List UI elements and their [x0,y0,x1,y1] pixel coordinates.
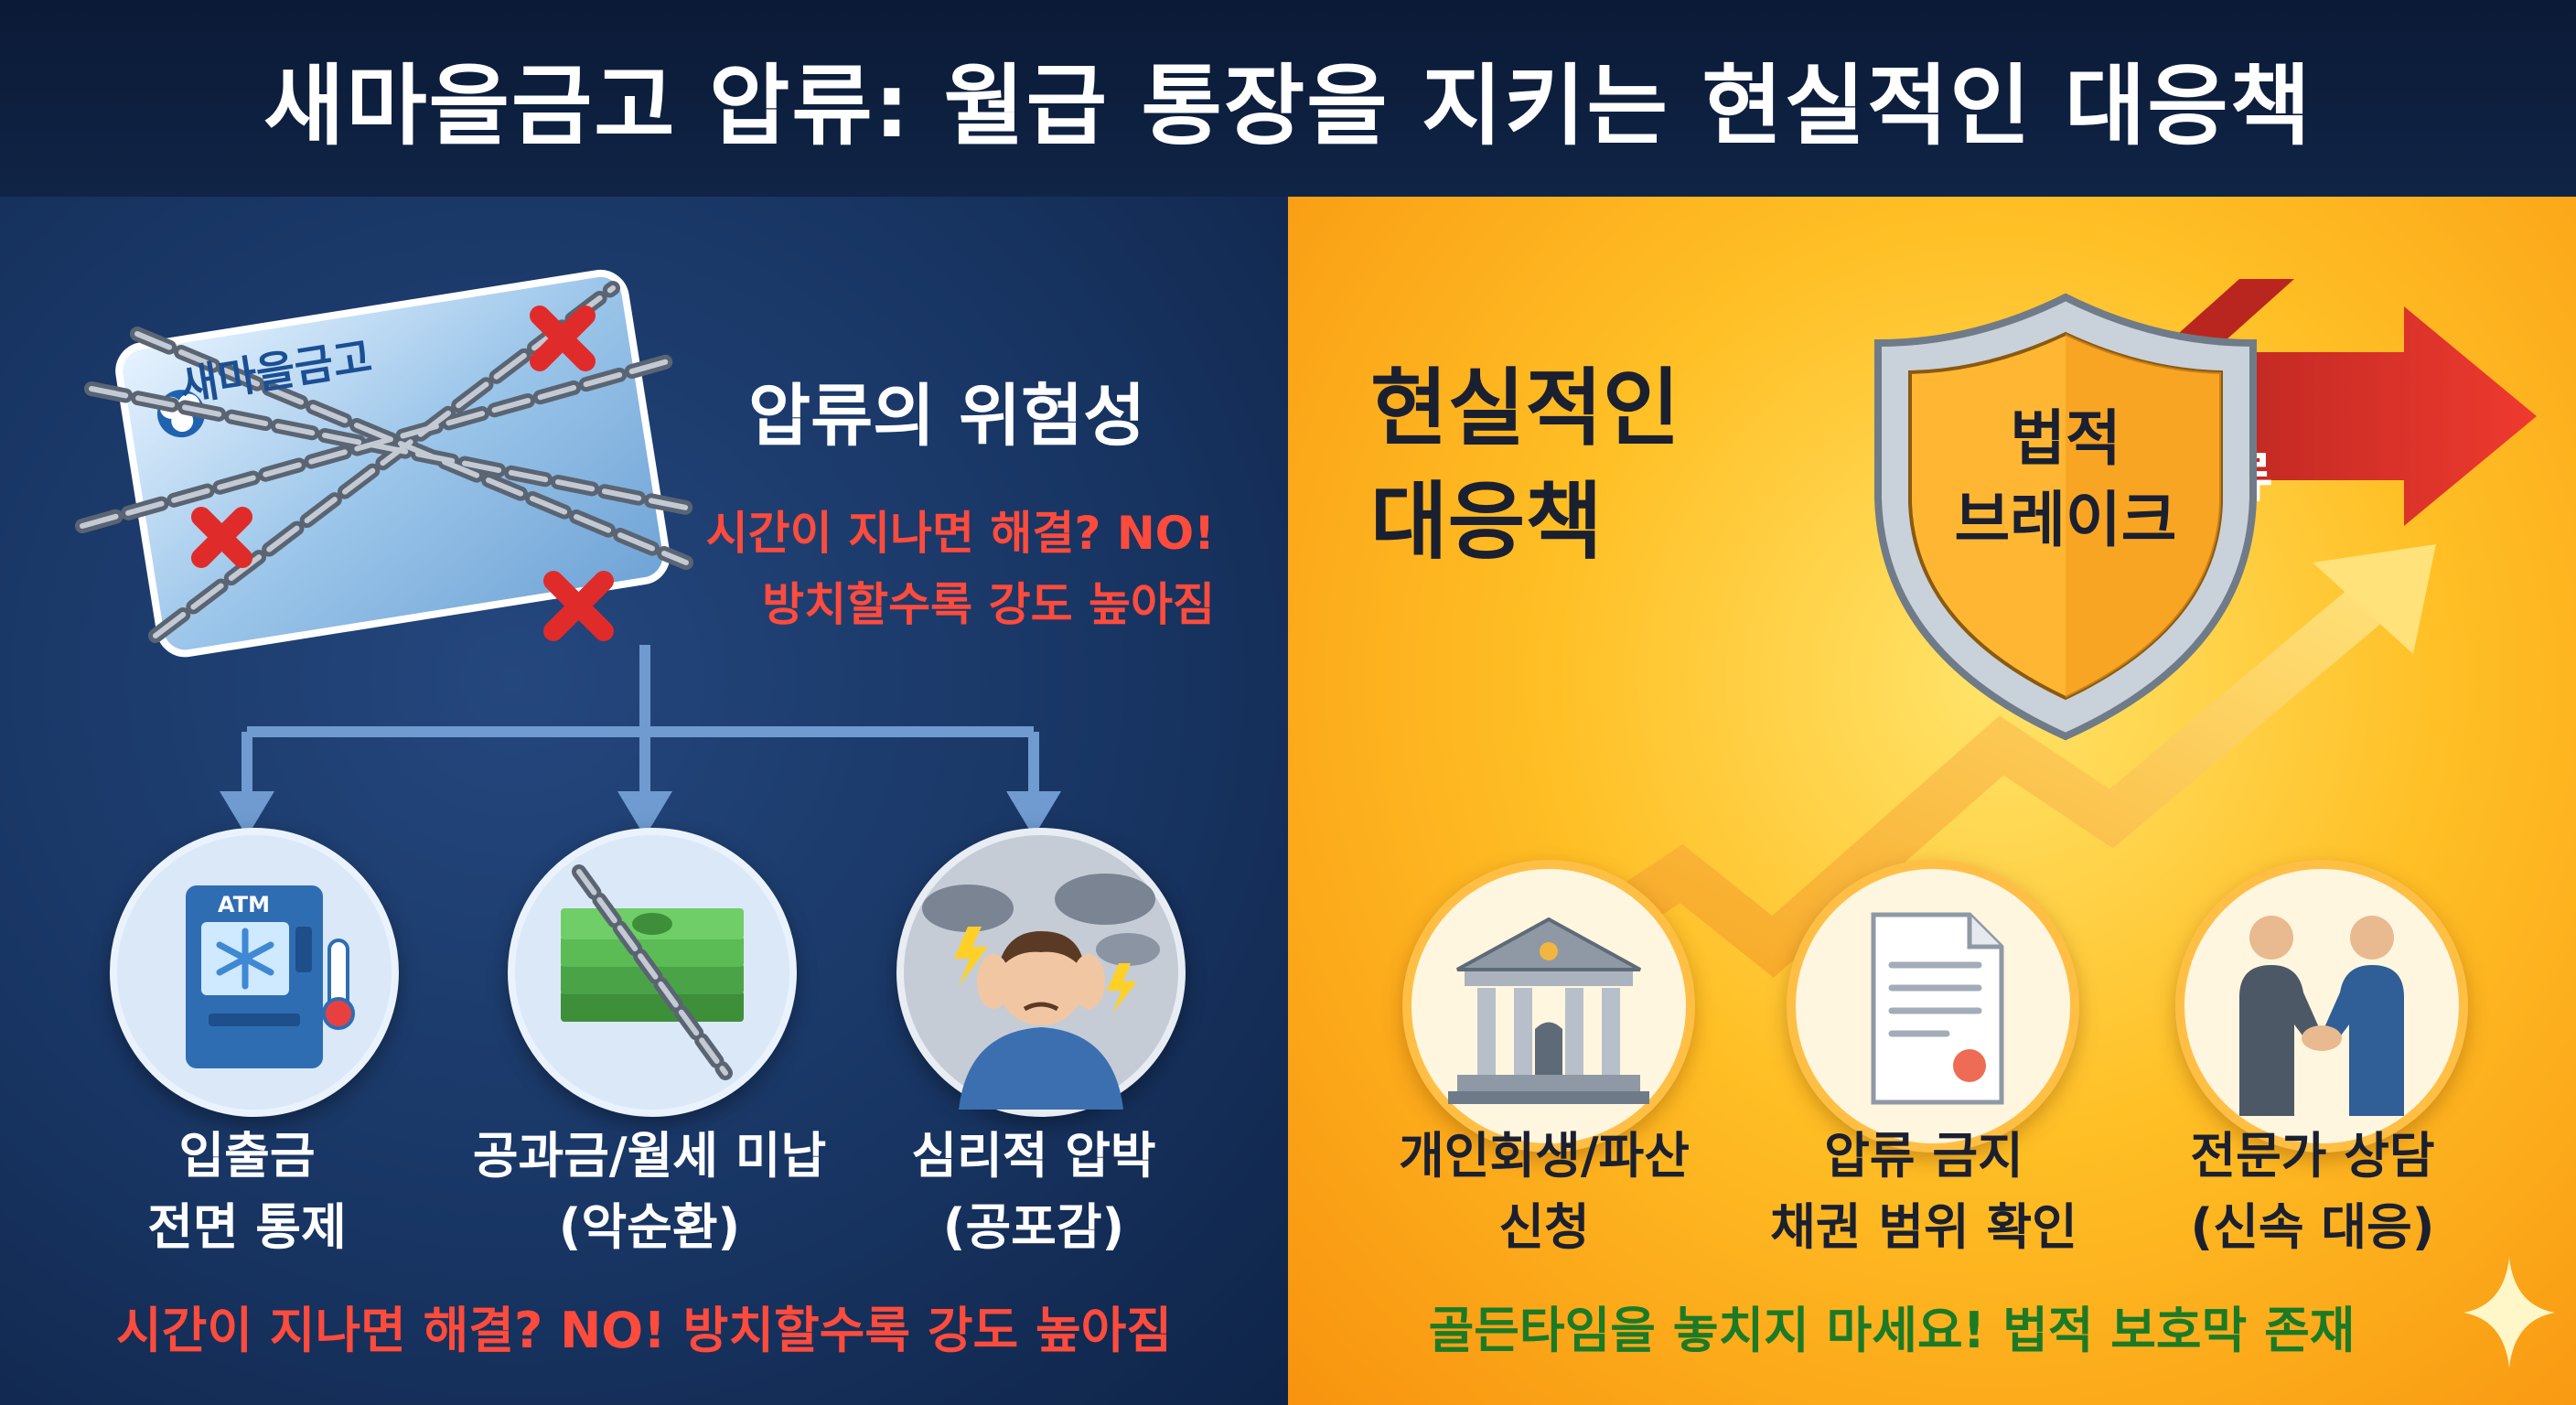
solution-title-line2: 대응책 [1370,473,1603,572]
shield-text: 법적 브레이크 [1910,398,2221,561]
right-panel-solutions: 현실적인 대응책 압류 법적 브레이크 [1288,197,2576,1405]
chained-money-icon [561,864,744,1080]
shield-icon [1874,293,2257,741]
court-circle [1402,860,1695,1153]
risk-item-2-caption: 공과금/월세 미납 (악순환) [421,1121,878,1264]
solution-item-3-line1: 전문가 상담 [2190,1127,2435,1185]
frozen-atm-icon [186,885,355,1068]
risk-item-1-line1: 입출금 [178,1127,316,1185]
branch-arrows [220,645,1061,837]
shield-line-1: 법적 [2010,403,2121,474]
chained-bank-card-icon [75,269,693,658]
risk-section-title: 압류의 위험성 [748,377,1146,456]
solution-section-title: 현실적인 대응책 [1370,352,1680,579]
risk-warning-text: 시간이 지나면 해결? NO! 방치할수록 강도 높아짐 [666,499,1215,640]
stress-circle [896,828,1186,1117]
solution-item-2-caption: 압류 금지 채권 범위 확인 [1709,1121,2139,1264]
risk-item-2-line1: 공과금/월세 미납 [472,1127,827,1185]
page-title: 새마을금고 압류: 월급 통장을 지키는 현실적인 대응책 [263,55,2313,157]
solution-item-2-line1: 압류 금지 [1824,1127,2023,1185]
rising-trend-arrow [1503,544,2436,1003]
risk-item-1-caption: 입출금 전면 통제 [64,1121,430,1264]
risk-item-3-caption: 심리적 압박 (공포감) [851,1121,1217,1264]
atm-label: ATM [218,892,270,917]
solution-item-3-line2: (신속 대응) [2190,1198,2435,1257]
solution-item-1-caption: 개인회생/파산 신청 [1343,1121,1745,1264]
risk-item-2-line2: (악순환) [558,1198,741,1257]
risk-item-1-line2: 전면 통제 [147,1198,347,1257]
solution-title-line1: 현실적인 [1370,359,1680,457]
solution-footer-message: 골든타임을 놓치지 마세요! 법적 보호막 존재 [1428,1302,2356,1359]
warning-line-2: 방치할수록 강도 높아짐 [762,577,1215,631]
stressed-person-icon [922,874,1160,1110]
shield-line-2: 브레이크 [1954,485,2177,556]
risk-footer-warning: 시간이 지나면 해결? NO! 방치할수록 강도 높아짐 [115,1302,1173,1359]
handshake-circle [2175,860,2468,1153]
warning-line-1: 시간이 지나면 해결? NO! [705,507,1215,560]
document-icon [1871,912,2004,1105]
courthouse-icon [1448,917,1649,1104]
atm-circle: ATM [110,828,399,1117]
solution-item-1-line1: 개인회생/파산 [1399,1127,1690,1185]
solution-item-2-line2: 채권 범위 확인 [1770,1198,2077,1257]
solution-item-3-caption: 전문가 상담 (신속 대응) [2120,1121,2505,1264]
risk-item-3-line2: (공포감) [942,1198,1125,1257]
sparkle-icon [2463,1258,2555,1367]
handshake-icon [2239,916,2404,1116]
money-circle [508,828,797,1117]
risk-item-3-line1: 심리적 압박 [911,1127,1156,1185]
solution-item-1-line2: 신청 [1498,1198,1590,1257]
header-banner: 새마을금고 압류: 월급 통장을 지키는 현실적인 대응책 [0,0,2576,197]
left-panel-risks: 새마을금고 압류의 위험성 시간이 지나면 해결? NO! 방치할수록 강도 높… [0,197,1288,1405]
document-circle [1787,860,2079,1153]
